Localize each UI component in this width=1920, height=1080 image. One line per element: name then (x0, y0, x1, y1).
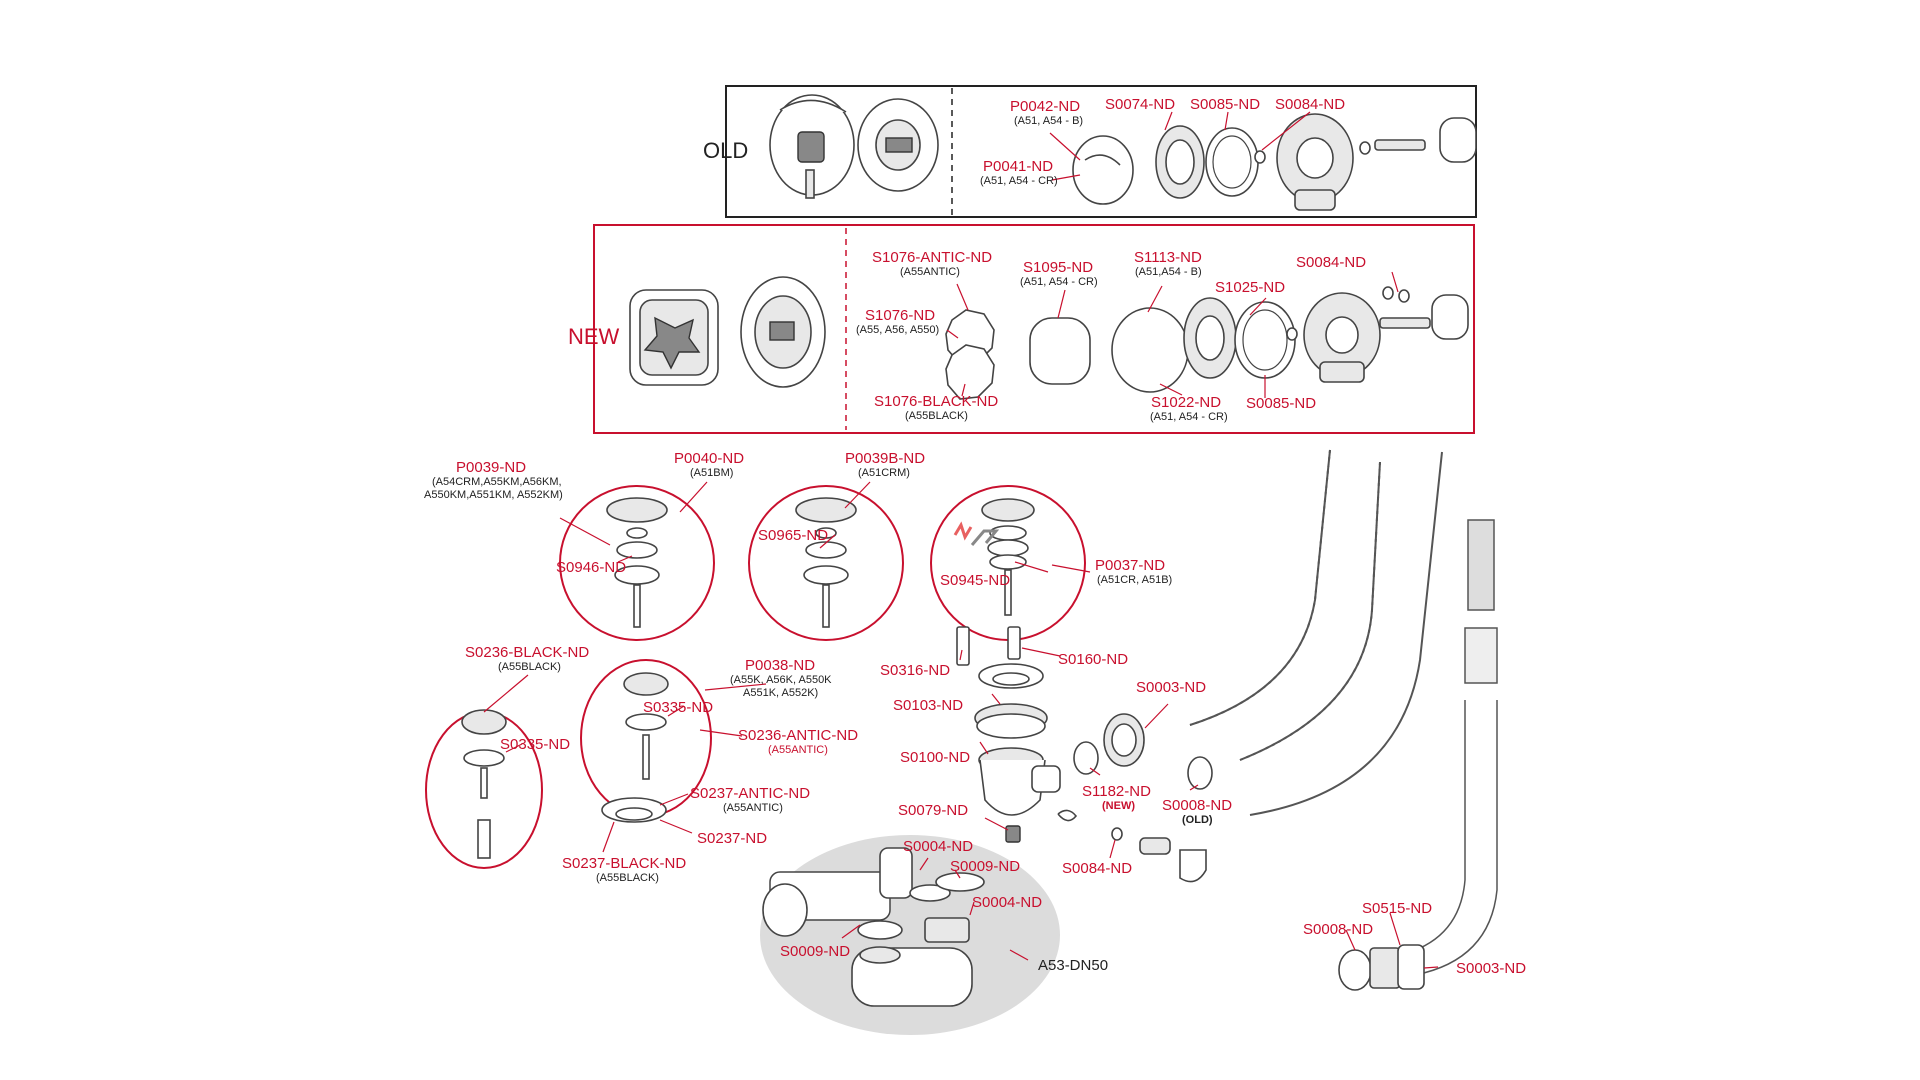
label-s0084a-code: S0084-ND (1275, 96, 1345, 113)
old-assembly-preview (769, 94, 939, 199)
label-s0237black-code: S0237-BLACK-ND (562, 855, 686, 872)
label-s1076black-code: S1076-BLACK-ND (874, 393, 998, 410)
label-s0316-code: S0316-ND (880, 662, 950, 679)
label-s0237antic-code: S0237-ANTIC-ND (690, 785, 810, 802)
label-s1095-sub: (A51, A54 - CR) (1020, 276, 1098, 288)
label-s0084c-code: S0084-ND (1062, 860, 1132, 877)
label-p0037-code: P0037-ND (1095, 557, 1165, 574)
label-s0085a-code: S0085-ND (1190, 96, 1260, 113)
new-parts (945, 286, 1469, 400)
old-section-title: OLD (703, 138, 748, 163)
label-s0100-code: S0100-ND (900, 749, 970, 766)
label-p0042-sub: (A51, A54 - B) (1014, 115, 1083, 127)
label-p0039b-sub: (A51CRM) (858, 467, 910, 479)
label-s0009b-code: S0009-ND (780, 943, 850, 960)
label-s0515-code: S0515-ND (1362, 900, 1432, 917)
label-s0008a-sub: (OLD) (1182, 814, 1213, 826)
new-section-frame (593, 224, 1475, 434)
label-s0237black-sub: (A55BLACK) (596, 872, 659, 884)
label-s0009a-code: S0009-ND (950, 858, 1020, 875)
new-section-title: NEW (568, 324, 620, 349)
label-p0041-code: P0041-ND (983, 158, 1053, 175)
label-s0237antic-sub: (A55ANTIC) (723, 802, 783, 814)
label-s0103-code: S0103-ND (893, 697, 963, 714)
label-s0236antic-code: S0236-ANTIC-ND (738, 727, 858, 744)
label-p0041-sub: (A51, A54 - CR) (980, 175, 1058, 187)
label-p0037-sub: (A51CR, A51B) (1097, 574, 1172, 586)
label-s0004b-code: S0004-ND (972, 894, 1042, 911)
label-s1113-code: S1113-ND (1134, 249, 1202, 266)
label-s0160-code: S0160-ND (1058, 651, 1128, 668)
label-s0946-code: S0946-ND (556, 559, 626, 576)
label-p0038-sub: (A55K, A56K, A550K (730, 674, 832, 686)
label-p0039b-code: P0039B-ND (845, 450, 925, 467)
label-s0084b-code: S0084-ND (1296, 254, 1366, 271)
label-p0038-code: P0038-ND (745, 657, 815, 674)
label-s1022-code: S1022-ND (1151, 394, 1221, 411)
label-s1182-code: S1182-ND (1082, 783, 1151, 800)
label-s1076-code: S1076-ND (865, 307, 935, 324)
label-p0039-sub2: A550KM,A551KM, A552KM) (424, 489, 563, 501)
new-assembly-preview (629, 276, 826, 388)
label-s0004a-code: S0004-ND (903, 838, 973, 855)
label-s1076antic-code: S1076-ANTIC-ND (872, 249, 992, 266)
label-s1076-sub: (A55, A56, A550) (856, 324, 939, 336)
old-parts (1072, 113, 1477, 211)
label-s0079-code: S0079-ND (898, 802, 968, 819)
label-p0038-sub2: A551K, A552K) (743, 687, 818, 699)
label-p0039-code: P0039-ND (456, 459, 526, 476)
label-s1113-sub: (A51,A54 - B) (1135, 266, 1202, 278)
label-s0008b-code: S0008-ND (1303, 921, 1373, 938)
label-p0039-sub: (A54CRM,A55KM,A56KM, (432, 476, 562, 488)
label-s1095-code: S1095-ND (1023, 259, 1093, 276)
drain-body-parts (956, 626, 1213, 883)
brand-logo-mark (953, 521, 1000, 546)
label-s0237-code: S0237-ND (697, 830, 767, 847)
label-s1076black-sub: (A55BLACK) (905, 410, 968, 422)
label-s0085b-code: S0085-ND (1246, 395, 1316, 412)
label-s0335a-code: S0335-ND (643, 699, 713, 716)
part-labels: P0042-ND (A51, A54 - B) S0074-ND S0085-N… (424, 96, 1526, 977)
label-p0040-code: P0040-ND (674, 450, 744, 467)
label-s0945-code: S0945-ND (940, 572, 1010, 589)
label-s0008a-code: S0008-ND (1162, 797, 1232, 814)
label-p0042-code: P0042-ND (1010, 98, 1080, 115)
label-s0003a-code: S0003-ND (1136, 679, 1206, 696)
overflow-hoses (1189, 449, 1498, 991)
label-s0335b-code: S0335-ND (500, 736, 570, 753)
plug-parts (461, 497, 1035, 859)
label-s0003b-code: S0003-ND (1456, 960, 1526, 977)
label-s0965-code: S0965-ND (758, 527, 828, 544)
label-s1022-sub: (A51, A54 - CR) (1150, 411, 1228, 423)
leader-lines (483, 111, 1439, 969)
label-s0236black-sub: (A55BLACK) (498, 661, 561, 673)
label-s0074-code: S0074-ND (1105, 96, 1175, 113)
label-s0236black-code: S0236-BLACK-ND (465, 644, 589, 661)
label-s0236antic-sub: (A55ANTIC) (768, 744, 828, 756)
label-a53-dn50: A53-DN50 (1038, 957, 1108, 974)
label-p0040-sub: (A51BM) (690, 467, 733, 479)
a53-dn50-assembly (760, 835, 1060, 1035)
label-s1182-sub: (NEW) (1102, 800, 1135, 812)
label-s1076antic-sub: (A55ANTIC) (900, 266, 960, 278)
label-s1025-code: S1025-ND (1215, 279, 1285, 296)
